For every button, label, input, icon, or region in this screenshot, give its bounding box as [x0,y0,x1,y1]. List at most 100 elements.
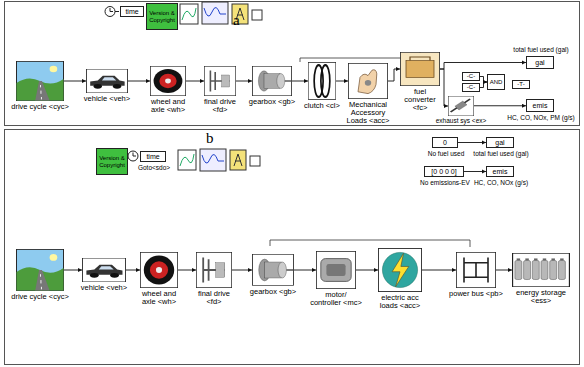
signal-line [178,270,196,271]
scope-icons [180,2,262,24]
terminator-block: -T- [512,80,530,89]
block-caption: vehicle <veh> [77,284,131,292]
signal-line [64,270,82,271]
block-text: 0 [443,139,447,146]
block-icon [82,258,126,282]
signal-line [186,81,204,82]
signal-line [464,171,486,172]
output-block: emisHC, CO, NOx (g/s) [486,166,514,177]
goto-block: timeGoto<sdo> [140,151,166,162]
signal-line [480,77,487,83]
block-caption: motor/ controller <mc> [309,291,363,307]
block-caption: Goto<sdo> [134,165,174,172]
wheel-axle-block: wheel and axle <wh> [140,252,178,288]
block-caption: final drive <fd> [197,98,243,114]
block-text: -T- [517,81,524,87]
block-icon [252,254,294,286]
block-icon [316,251,356,289]
block-caption: vehicle <veh> [80,95,134,103]
block-caption: No emissions-EV [415,180,475,187]
block-icon [512,253,570,287]
block-text: time [125,8,138,15]
block-text: AND [490,79,503,85]
gearbox-block: gearbox <gb> [252,254,294,286]
signal-line [480,82,487,88]
block-icon [400,52,440,86]
block-caption: HC, CO, NOx, PM (g/s) [503,115,579,122]
block-icon [16,61,64,101]
signal-line [128,81,150,82]
block-caption: exhaust sys <ex> [430,118,492,125]
signal-line [232,270,252,271]
block-text: emis [493,168,508,175]
block-icon [308,62,336,100]
block-caption: HC, CO, NOx (g/s) [466,180,536,187]
clock-icon [128,151,138,161]
scope-icons [178,149,260,171]
signal-line [356,270,378,271]
output-block: galtotal fuel used (gal) [486,137,514,148]
block-text: [0 0 0 0] [431,168,456,175]
block-caption: drive cycle <cyc> [7,293,73,301]
signal-line [292,81,308,82]
drive-cycle-block: drive cycle <cyc> [16,249,64,291]
block-text: gal [495,139,504,146]
time-block: time [120,6,144,17]
signal-line [388,69,400,81]
block-text: emis [533,102,548,109]
block-icon [348,63,388,99]
energy-storage-block: energy storage <ess> [512,253,570,287]
block-caption: clutch <cl> [300,102,344,110]
output-block: galtotal fuel used (gal) [526,56,554,69]
clutch-block: clutch <cl> [308,62,336,100]
gearbox-block: gearbox <gb> [252,66,292,96]
exhaust-block: exhaust sys <ex> [448,96,474,116]
block-icon [16,249,64,291]
block-caption: energy storage <ess> [509,289,573,305]
vehicle-block: vehicle <veh> [82,258,126,282]
block-text: -C- [467,84,475,90]
signal-line [474,105,526,106]
final-drive-block: final drive <fd> [204,66,236,96]
block-text: gal [535,59,544,66]
block-caption: total fuel used (gal) [461,151,541,158]
power-bus-block: power bus <pb> [456,252,496,288]
block-icon [86,69,128,93]
block-text: Version & Copyright [97,155,127,168]
panel-frame [5,2,580,126]
block-icon [448,96,474,116]
signal-line [336,81,348,82]
block-icon [140,252,178,288]
block-caption: power bus <pb> [449,290,503,298]
signal-line [422,270,456,271]
clock-icon [105,7,119,17]
block-icon [196,252,232,288]
block-caption: wheel and axle <wh> [134,290,184,306]
block-caption: gearbox <gb> [245,98,299,106]
version-block: Version & Copyright [146,3,178,30]
constant-block: [0 0 0 0]No emissions-EV [424,166,464,177]
signal-line [126,270,140,271]
block-caption: fuel converter <fc> [398,88,442,112]
signal-line [440,63,526,70]
block-text: time [146,153,159,160]
constant-block: 0No fuel used [432,137,458,148]
signal-line [64,81,86,82]
signal-line [440,69,448,106]
block-icon [150,66,186,96]
signal-line [458,142,486,143]
feedback-wires [270,52,470,247]
signal-line [496,270,512,271]
logic-block: AND [487,74,505,90]
block-icon [252,66,292,96]
constant-block: -C- [462,72,480,81]
block-caption: No fuel used [421,151,471,158]
signal-line [236,81,252,82]
block-icon [204,66,236,96]
block-icon [378,248,422,292]
vehicle-block: vehicle <veh> [86,69,128,93]
block-icon [456,252,496,288]
block-text: -C- [467,73,475,79]
final-drive-block: final drive <fd> [196,252,232,288]
